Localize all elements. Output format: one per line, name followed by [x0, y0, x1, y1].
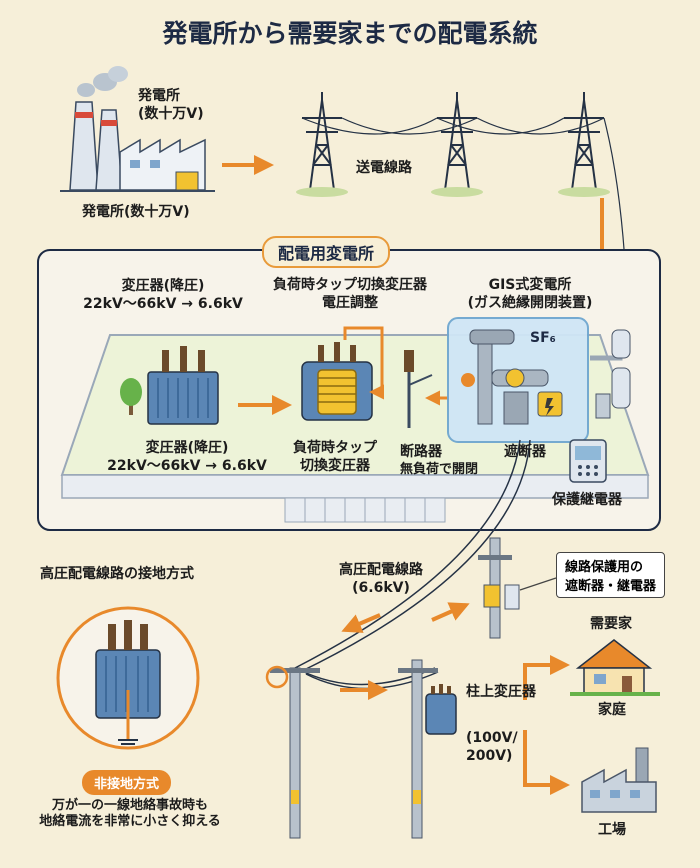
- utility-pole-right-icon: [398, 659, 438, 839]
- sf6-label: SF₆: [530, 330, 556, 346]
- power-plant-icon: [60, 66, 215, 192]
- box-pointer: [519, 577, 557, 591]
- label-line: 万が一の一線地絡事故時も: [51, 798, 208, 813]
- grounding-description: 万が一の一線地絡事故時も 地絡電流を非常に小さく抑える: [0, 798, 260, 831]
- label-line: (6.6kV): [352, 579, 410, 596]
- plant-label-line: (数十万V): [138, 105, 204, 122]
- relay-label: 保護継電器: [552, 492, 622, 508]
- ungrounded-badge: 非接地方式: [82, 770, 172, 795]
- factory-label: 工場: [598, 822, 626, 838]
- utility-pole-left-icon: [270, 667, 320, 839]
- gis-label: GIS式変電所 (ガス絶縁開閉装置): [440, 277, 620, 312]
- transmission-label: 送電線路: [356, 160, 412, 176]
- plant-label-bottom: 発電所(数十万V): [82, 204, 190, 220]
- label-line: 変圧器(降圧): [145, 440, 229, 456]
- page-title: 発電所から需要家までの配電系統: [162, 19, 538, 48]
- branch-arrows: [523, 655, 570, 795]
- arrow-from-distribution-line: [431, 602, 470, 622]
- label-line: 電圧調整: [322, 294, 378, 311]
- plant-label-top: 発電所 (数十万V): [138, 88, 204, 123]
- breaker-label: 遮断器: [504, 444, 546, 460]
- label-line: GIS式変電所: [488, 277, 572, 293]
- label-line: 負荷時タップ: [293, 440, 377, 456]
- label-line: 線路保護用の: [565, 560, 644, 575]
- insulator-highlight: [265, 665, 289, 689]
- transformer-label-bottom: 変圧器(降圧) 22kV〜66kV → 6.6kV: [92, 440, 282, 475]
- label-line: 切換変圧器: [300, 457, 370, 474]
- label-line: 無負荷で開閉: [400, 461, 479, 477]
- protective-relay-icon: [569, 439, 607, 483]
- protection-box: 線路保護用の 遮断器・継電器: [556, 552, 666, 598]
- tree-icon: [120, 378, 142, 415]
- grounding-inset: [56, 606, 200, 750]
- substation-title: 配電用変電所: [262, 236, 391, 268]
- disconnector-icon: [404, 350, 433, 428]
- home-label: 家庭: [598, 702, 626, 718]
- hv-pole-icon: [478, 537, 520, 639]
- house-icon: [570, 639, 660, 696]
- label-line: 断路器: [400, 444, 442, 460]
- hv-line-label: 高圧配電線路 (6.6kV): [316, 562, 446, 597]
- plant-label-line: 発電所: [138, 88, 180, 104]
- label-line: 地絡電流を非常に小さく抑える: [39, 814, 221, 830]
- label-line: 22kV〜66kV → 6.6kV: [107, 457, 267, 474]
- label-line: 遮断器・継電器: [565, 579, 657, 594]
- label-line: 変圧器(降圧): [121, 278, 205, 294]
- voltage-label: (100V/ 200V): [466, 730, 518, 765]
- label-line: 負荷時タップ切換変圧器: [273, 277, 427, 293]
- label-line: 高圧配電線路: [339, 562, 423, 578]
- label-line: (100V/: [466, 730, 518, 746]
- tap-changer-transformer-icon: [301, 326, 384, 421]
- gis-switchgear-icon: [447, 317, 631, 443]
- ltc-label-top: 負荷時タップ切換変圧器 電圧調整: [245, 277, 455, 312]
- consumer-label: 需要家: [590, 616, 632, 632]
- pole-transformer-icon: [425, 684, 457, 735]
- grounding-title: 高圧配電線路の接地方式: [40, 566, 194, 582]
- pole-transformer-label: 柱上変圧器: [466, 684, 536, 700]
- ltc-label-bottom: 負荷時タップ 切換変圧器: [280, 440, 390, 475]
- transformer-label-top: 変圧器(降圧) 22kV〜66kV → 6.6kV: [68, 278, 258, 313]
- label-line: 200V): [466, 747, 513, 764]
- label-line: 22kV〜66kV → 6.6kV: [83, 295, 243, 312]
- disconnector-label: 断路器 無負荷で開閉: [400, 444, 478, 478]
- label-line: (ガス絶縁開閉装置): [467, 294, 593, 311]
- arrow-to-distribution-line: [341, 613, 381, 633]
- step-down-transformer-icon: [147, 346, 219, 425]
- factory-icon: [581, 747, 657, 813]
